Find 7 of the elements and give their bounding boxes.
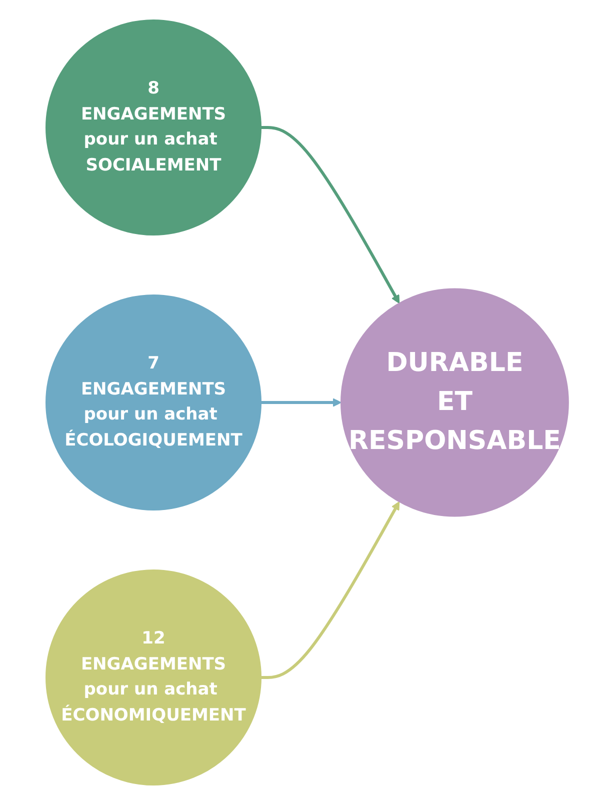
node-circle: 7 ENGAGEMENTS pour un achat ÉCOLOGIQUEMENT [45,294,262,510]
arrow [260,126,400,304]
arrow [260,501,400,679]
node-circle: 8 ENGAGEMENTS pour un achat SOCIALEMENT [45,20,262,236]
node-circle: DURABLE ET RESPONSABLE [340,288,569,517]
arrow [260,398,342,407]
node-circle: 12 ENGAGEMENTS pour un achat ÉCONOMIQUEMENT [45,570,262,786]
